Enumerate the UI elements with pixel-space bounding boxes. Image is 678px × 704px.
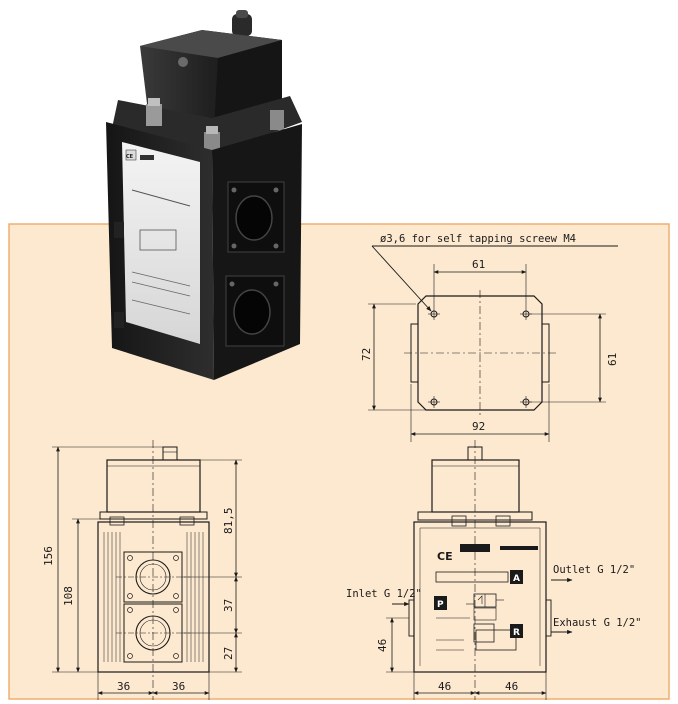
front-dim-middle: 37 — [222, 599, 235, 612]
side-dim-height: 46 — [376, 639, 389, 652]
hole-note: ø3,6 for self tapping screew M4 — [380, 233, 576, 245]
top-dim-top: 61 — [472, 258, 485, 271]
front-dim-total-height: 156 — [42, 546, 55, 566]
top-view-drawing — [368, 245, 618, 442]
port-label-a: A — [513, 574, 520, 584]
front-dim-lower: 27 — [222, 647, 235, 660]
front-view-drawing — [52, 440, 242, 700]
top-dim-left: 72 — [360, 348, 373, 361]
brand-logo-icon — [460, 544, 490, 552]
ce-mark-icon: CE — [437, 550, 453, 563]
port-label-r: R — [513, 628, 520, 638]
inlet-label: Inlet G 1/2" — [346, 588, 422, 600]
valve-photo-icon: CE — [106, 10, 302, 380]
front-dim-width-right: 36 — [172, 680, 185, 693]
exhaust-label: Exhaust G 1/2" — [553, 617, 642, 629]
port-label-p: P — [437, 600, 444, 610]
svg-text:CE: CE — [126, 154, 134, 160]
outlet-label: Outlet G 1/2" — [553, 564, 635, 576]
front-dim-width-left: 36 — [117, 680, 130, 693]
side-dim-width-left: 46 — [438, 680, 451, 693]
side-dim-width-right: 46 — [505, 680, 518, 693]
front-dim-upper: 81,5 — [222, 508, 235, 535]
top-dim-bottom: 92 — [472, 420, 485, 433]
side-view-drawing — [386, 440, 573, 700]
top-dim-right: 61 — [606, 353, 619, 366]
front-dim-body-height: 108 — [62, 586, 75, 606]
